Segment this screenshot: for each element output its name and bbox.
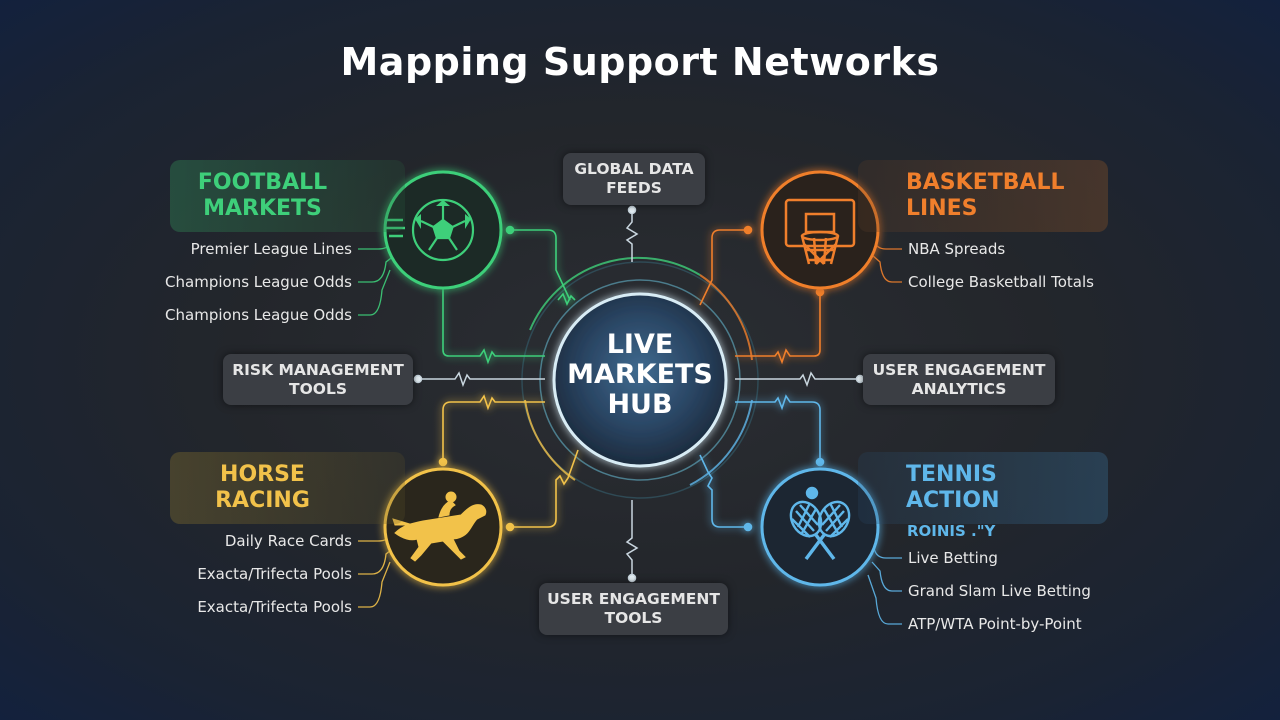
basketball-hoop-icon [784, 198, 856, 265]
user-engagement-tools-line1: USER ENGAGEMENT [547, 590, 720, 608]
hub-label-line1: LIVE [606, 329, 674, 360]
tennis-extra-label: ROINIS ."Y [907, 522, 996, 540]
global-data-feeds-line1: GLOBAL DATA [574, 160, 694, 178]
soccer-ball-icon [385, 198, 475, 262]
page-title: Mapping Support Networks [340, 40, 940, 84]
football-title-line1: FOOTBALL [197, 170, 328, 195]
horse-item-2: Exacta/Trifecta Pools [197, 565, 352, 583]
basketball-item-2: College Basketball Totals [908, 273, 1094, 291]
football-item-2: Champions League Odds [165, 273, 352, 291]
tennis-item-1: Live Betting [908, 549, 998, 567]
basketball-connectors [699, 225, 825, 365]
tennis-title-line1: TENNIS [906, 462, 997, 487]
football-item-1: Premier League Lines [190, 240, 352, 258]
football-title-line2: MARKETS [203, 196, 322, 221]
hub-circle [552, 292, 728, 468]
hub-label-line3: HUB [607, 389, 673, 420]
football-item-3: Champions League Odds [165, 306, 352, 324]
horse-item-3: Exacta/Trifecta Pools [197, 598, 352, 616]
hub-label-line2: MARKETS [567, 359, 713, 390]
global-data-feeds-line2: FEEDS [606, 179, 662, 197]
basketball-title-line2: LINES [906, 196, 978, 221]
horse-connectors [438, 394, 579, 532]
tennis-title: TENNIS ACTION [858, 452, 1108, 524]
tennis-connectors [699, 394, 825, 532]
football-connectors [442, 225, 576, 365]
horse-title-line1: HORSE [220, 462, 305, 487]
risk-management-line2: TOOLS [289, 379, 347, 398]
basketball-item-1: NBA Spreads [908, 240, 1006, 258]
horse-title: HORSE RACING [170, 452, 405, 524]
tennis-item-3: ATP/WTA Point-by-Point [908, 615, 1082, 633]
tennis-title-line2: ACTION [906, 488, 1000, 513]
basketball-title-line1: BASKETBALL [906, 170, 1065, 195]
risk-management-line1: RISK MANAGEMENT [232, 360, 404, 379]
horse-title-line2: RACING [215, 488, 310, 513]
neutral-connectors [413, 205, 865, 583]
tennis-rackets-icon [789, 486, 851, 561]
tennis-item-brackets [867, 547, 902, 625]
tennis-item-2: Grand Slam Live Betting [908, 582, 1091, 600]
hub-rings [521, 256, 759, 499]
user-engagement-analytics-line2: ANALYTICS [911, 379, 1007, 398]
horse-item-1: Daily Race Cards [224, 532, 352, 550]
user-engagement-analytics-line1: USER ENGAGEMENT [872, 360, 1046, 379]
football-title: FOOTBALL MARKETS [170, 160, 405, 232]
basketball-title: BASKETBALL LINES [858, 160, 1108, 232]
hub-label: LIVE MARKETS HUB [560, 330, 720, 420]
user-engagement-tools-line2: TOOLS [604, 609, 663, 627]
